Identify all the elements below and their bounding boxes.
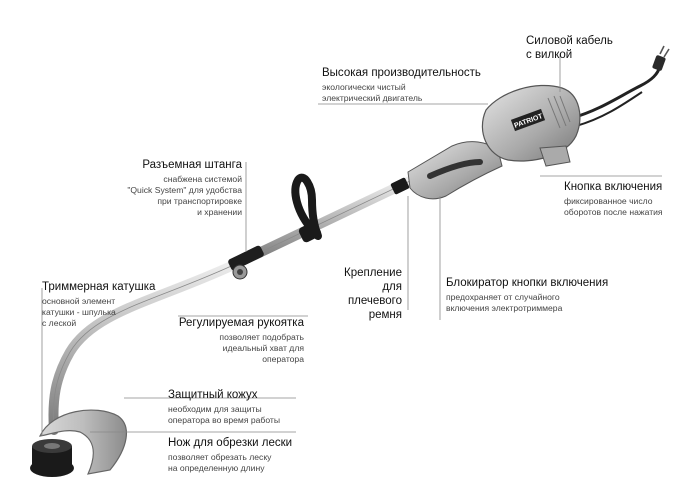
- adjustable-handle-desc-2: идеальный хват для: [222, 343, 304, 353]
- trimmer-spool-desc-1: основной элемент: [42, 296, 116, 306]
- adjustable-handle-title: Регулируемая рукоятка: [178, 317, 304, 329]
- callout-trimmer-spool: Триммерная катушка основной элемент кату…: [42, 280, 155, 329]
- callout-adjustable-handle: Регулируемая рукоятка позволяет подобрат…: [150, 316, 304, 365]
- line-knife-title: Нож для обрезки лески: [168, 437, 293, 449]
- power-cable-title-2: с вилкой: [526, 49, 573, 61]
- split-shaft-desc-1: снабжена системой: [163, 174, 242, 184]
- shoulder-mount-title-3: плечевого: [347, 295, 402, 307]
- line-knife-desc-1: позволяет обрезать леску: [168, 452, 272, 462]
- power-button-desc-1: фиксированное число: [564, 196, 653, 206]
- shoulder-mount-title-4: ремня: [368, 309, 402, 321]
- trimmer-head-illustration: [30, 409, 127, 477]
- button-lock-desc-1: предохраняет от случайного: [446, 292, 560, 302]
- power-cable-illustration: [571, 45, 670, 127]
- callout-button-lock: Блокиратор кнопки включения предохраняет…: [446, 276, 608, 314]
- performance-desc-1: экологически чистый: [322, 82, 406, 92]
- power-button-desc-2: оборотов после нажатия: [564, 207, 663, 217]
- button-lock-title: Блокиратор кнопки включения: [446, 277, 609, 289]
- adjustable-handle-desc-1: позволяет подобрать: [219, 332, 304, 342]
- split-shaft-desc-3: при транспортировке: [157, 196, 242, 206]
- quick-system-coupling: [228, 245, 264, 280]
- performance-desc-2: электрический двигатель: [322, 93, 423, 103]
- callout-shoulder-mount: Крепление для плечевого ремня: [330, 266, 402, 322]
- power-cable-title-1: Силовой кабель: [526, 35, 613, 47]
- power-button-title: Кнопка включения: [564, 181, 663, 193]
- guard-desc-2: оператора во время работы: [168, 415, 281, 425]
- callout-split-shaft: Разъемная штанга снабжена системой "Quic…: [118, 158, 242, 218]
- line-knife-desc-2: на определенную длину: [168, 463, 265, 473]
- callout-line-knife: Нож для обрезки лески позволяет обрезать…: [168, 436, 292, 474]
- shoulder-mount-title-1: Крепление: [344, 267, 402, 279]
- callout-performance: Высокая производительность экологически …: [322, 66, 481, 104]
- split-shaft-title: Разъемная штанга: [142, 159, 242, 171]
- button-lock-desc-2: включения электротриммера: [446, 303, 563, 313]
- callout-guard: Защитный кожух необходим для защиты опер…: [168, 388, 280, 426]
- trimmer-spool-desc-3: с леской: [42, 318, 77, 328]
- trimmer-spool-desc-2: катушки - шпулька: [42, 307, 116, 317]
- callout-power-cable: Силовой кабель с вилкой: [526, 34, 613, 62]
- shoulder-mount-title-2: для: [382, 281, 402, 293]
- split-shaft-desc-4: и хранении: [197, 207, 242, 217]
- callout-power-button: Кнопка включения фиксированное число обо…: [564, 180, 663, 218]
- shoulder-mount-clip: [390, 177, 410, 195]
- trimmer-spool-title: Триммерная катушка: [42, 281, 156, 293]
- guard-desc-1: необходим для защиты: [168, 404, 262, 414]
- leader-lines: [41, 54, 662, 436]
- motor-housing-illustration: PATRIOT: [407, 84, 581, 200]
- guard-title: Защитный кожух: [168, 389, 258, 401]
- performance-title: Высокая производительность: [322, 67, 481, 79]
- split-shaft-desc-2: "Quick System" для удобства: [127, 185, 242, 195]
- adjustable-handle-illustration: [291, 173, 322, 243]
- adjustable-handle-desc-3: оператора: [262, 354, 304, 364]
